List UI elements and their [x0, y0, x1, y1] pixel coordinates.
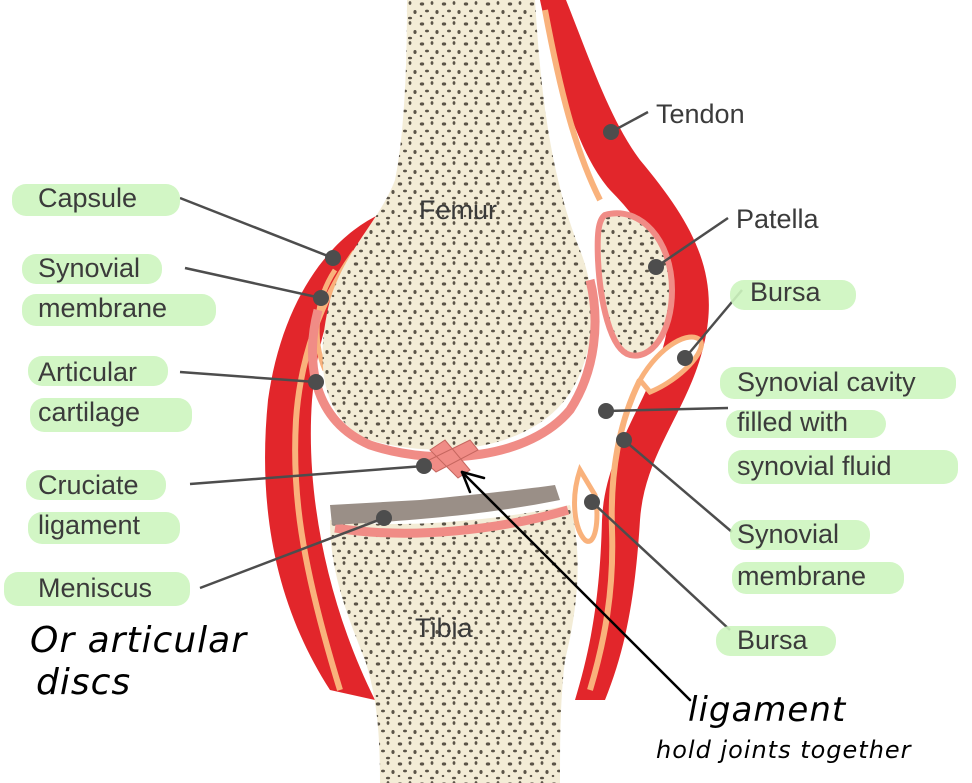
- label-synovial-membrane-right-line2: membrane: [737, 561, 867, 591]
- marker-bursa-upper: [677, 350, 693, 366]
- leader-patella: [655, 216, 729, 269]
- highlight-cavity-1: [720, 367, 956, 399]
- highlight-bursa-upper: [730, 280, 856, 310]
- handwritten-meniscus-note-line1: Or articular: [30, 620, 248, 661]
- highlight-articular-1: [28, 356, 168, 386]
- label-femur: Femur: [419, 195, 498, 225]
- synovial-membrane-right: [542, 9, 643, 691]
- highlight-cruciate-1: [26, 470, 166, 500]
- marker-tendon: [603, 124, 619, 140]
- leader-synovial-cavity: [605, 406, 729, 413]
- highlight-cavity-2: [726, 410, 886, 438]
- handwritten-ligament-note-line2: hold joints together: [656, 736, 912, 764]
- label-synovial-membrane-left-line2: membrane: [38, 293, 168, 323]
- highlight-synovial-right-1: [730, 520, 870, 550]
- highlight-articular-2: [30, 398, 192, 432]
- marker-bursa-lower: [584, 494, 600, 510]
- label-synovial-membrane-right-line1: Synovial: [737, 519, 840, 549]
- highlight-cavity-3: [728, 450, 958, 484]
- handwritten-ligament-note-line1: ligament: [688, 690, 847, 730]
- handwritten-arrow-shaft: [460, 470, 692, 702]
- leader-meniscus: [199, 516, 385, 590]
- cruciate-ligament-shape: [424, 439, 479, 479]
- leader-synovial-membrane-left: [184, 266, 322, 300]
- label-articular-cartilage-line1: Articular: [38, 357, 138, 387]
- marker-synovial-cavity: [598, 403, 614, 419]
- label-patella: Patella: [736, 204, 819, 234]
- label-synovial-cavity-line3: synovial fluid: [737, 451, 892, 481]
- label-capsule: Capsule: [38, 183, 138, 213]
- marker-synovial-membrane-left: [313, 290, 329, 306]
- highlight-bursa-lower: [716, 626, 836, 656]
- highlight-meniscus: [4, 572, 190, 606]
- capsule-left: [265, 212, 392, 700]
- leader-articular-cartilage: [179, 370, 317, 384]
- label-synovial-cavity-line2: filled with: [737, 407, 849, 437]
- leader-capsule: [179, 196, 334, 260]
- tibia-cartilage: [334, 505, 570, 538]
- label-bursa-lower: Bursa: [737, 625, 808, 655]
- leader-bursa-lower: [591, 501, 731, 631]
- tibia-bone: [330, 505, 578, 783]
- highlight-cruciate-2: [28, 512, 180, 544]
- highlight-capsule: [12, 184, 180, 216]
- leader-cruciate-ligament: [189, 464, 425, 486]
- marker-articular-cartilage: [308, 374, 324, 390]
- label-synovial-cavity-line1: Synovial cavity: [737, 367, 916, 397]
- marker-patella: [648, 259, 664, 275]
- highlight-synovial-right-2: [732, 562, 904, 594]
- label-cruciate-ligament-line1: Cruciate: [38, 470, 139, 500]
- label-meniscus: Meniscus: [38, 573, 153, 603]
- label-bursa-upper: Bursa: [750, 277, 821, 307]
- label-articular-cartilage-line2: cartilage: [38, 397, 141, 427]
- label-synovial-membrane-left-line1: Synovial: [38, 253, 141, 283]
- marker-cruciate-ligament: [416, 458, 432, 474]
- label-cruciate-ligament-line2: ligament: [38, 510, 141, 540]
- label-tendon: Tendon: [656, 99, 745, 129]
- femur-bone: [322, 0, 592, 450]
- highlight-synovial-left-1: [22, 254, 162, 284]
- label-tibia: Tibia: [415, 613, 473, 643]
- handwritten-arrow-head: [460, 470, 486, 494]
- marker-capsule: [325, 250, 341, 266]
- highlight-synovial-left-2: [22, 294, 216, 326]
- patella-bone: [594, 210, 676, 359]
- leader-synovial-membrane-right: [623, 439, 733, 533]
- marker-synovial-membrane-right: [616, 432, 632, 448]
- synovial-membrane-left: [292, 250, 358, 691]
- handwritten-meniscus-note-line2: discs: [36, 662, 132, 703]
- marker-meniscus: [376, 510, 392, 526]
